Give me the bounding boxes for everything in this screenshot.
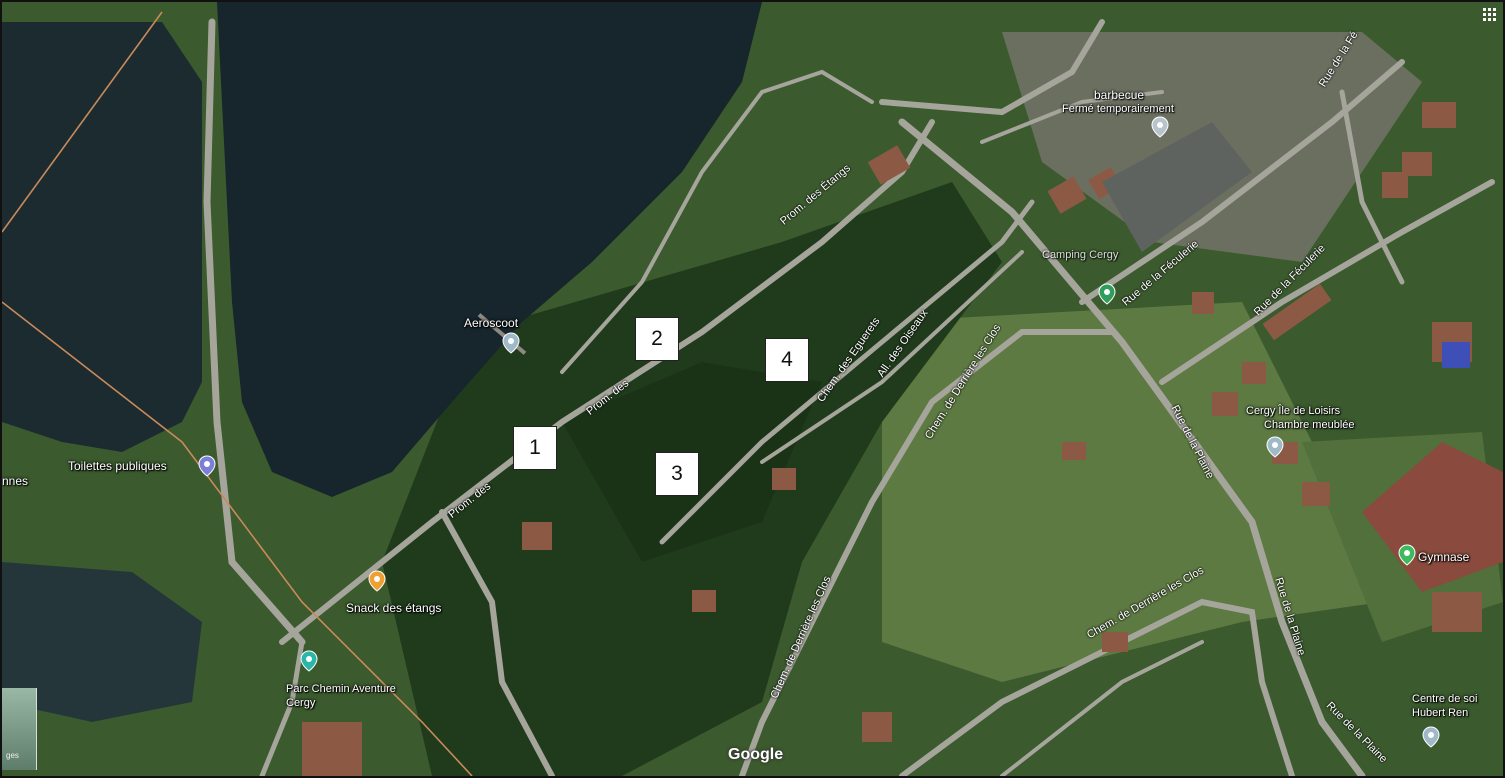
marker-1: 1 bbox=[513, 426, 557, 470]
map-pin-icon[interactable] bbox=[1151, 116, 1169, 138]
camping-pin-icon[interactable] bbox=[1098, 283, 1116, 305]
poi-cergy-ile[interactable]: Cergy Île de Loisirs bbox=[1246, 405, 1341, 417]
marker-4: 4 bbox=[765, 338, 809, 382]
marker-2: 2 bbox=[635, 317, 679, 361]
poi-barbecue-status: Fermé temporairement bbox=[1062, 103, 1174, 115]
gym-pin-icon[interactable] bbox=[1398, 544, 1416, 566]
map-pin-icon[interactable] bbox=[1422, 726, 1440, 748]
map-pin-icon[interactable] bbox=[1266, 436, 1284, 458]
poi-gymnase[interactable]: Gymnase bbox=[1418, 550, 1470, 564]
marker-3: 3 bbox=[655, 452, 699, 496]
poi-snack[interactable]: Snack des étangs bbox=[346, 601, 442, 615]
restroom-pin-icon[interactable] bbox=[198, 455, 216, 477]
poi-toilettes[interactable]: Toilettes publiques bbox=[68, 459, 167, 473]
poi-left-edge: nnes bbox=[2, 474, 29, 488]
poi-barbecue[interactable]: barbecue bbox=[1094, 88, 1145, 102]
thumbnail-label: ges bbox=[6, 751, 19, 760]
poi-chambre[interactable]: Chambre meublée bbox=[1264, 419, 1355, 431]
restaurant-pin-icon[interactable] bbox=[368, 570, 386, 592]
poi-parc[interactable]: Parc Chemin Aventure Cergy bbox=[286, 683, 396, 709]
poi-centre[interactable]: Centre de soi Hubert Ren bbox=[1412, 693, 1478, 719]
poi-aeroscoot[interactable]: Aeroscoot bbox=[464, 316, 519, 330]
layers-thumbnail[interactable]: ges bbox=[2, 688, 37, 770]
poi-camping[interactable]: Camping Cergy bbox=[1042, 249, 1119, 261]
apps-grid-icon[interactable] bbox=[1483, 8, 1497, 22]
google-attribution: Google bbox=[728, 746, 784, 763]
park-pin-icon[interactable] bbox=[300, 650, 318, 672]
map-pin-icon[interactable] bbox=[502, 332, 520, 354]
